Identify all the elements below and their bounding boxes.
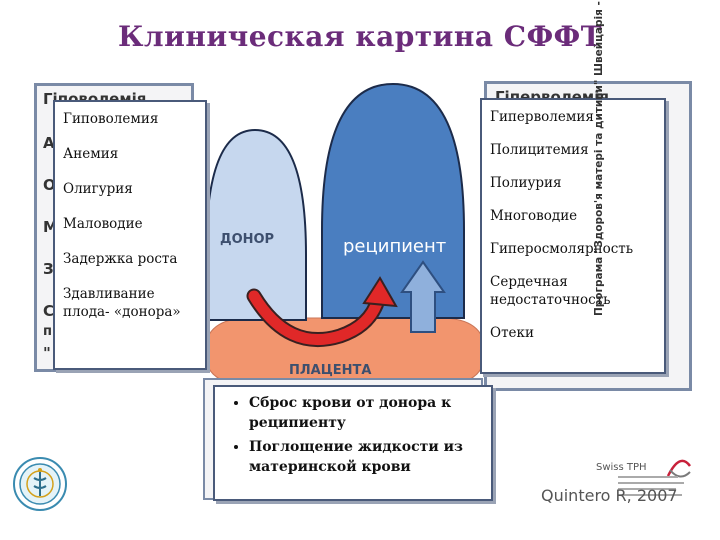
red-arrow-head (362, 276, 398, 308)
left-back-line: " (43, 344, 51, 362)
donor-symptom: Гиповолемия (63, 111, 159, 127)
donor-symptoms-card: Гиповолемия Анемия Олигурия Маловодие За… (53, 100, 207, 370)
donor-symptom: Задержка роста (63, 251, 178, 267)
recipient-symptom: Полиурия (490, 175, 562, 191)
slide-title: Клиническая картина СФФТ (117, 20, 603, 53)
left-back-line: п (43, 324, 52, 339)
blue-up-arrow (400, 260, 446, 333)
left-back-line: С (43, 302, 55, 320)
left-back-line: З (43, 260, 54, 278)
credit-text: Quintero R, 2007 (541, 486, 678, 505)
recipient-symptom: Многоводие (490, 208, 578, 224)
recipient-symptom: Гиперосмолярность (490, 241, 634, 257)
mechanism-item: Поглощение жидкости из материнской крови (249, 437, 483, 477)
mechanism-item: Сброс крови от донора к реципиенту (249, 393, 483, 433)
donor-label: ДОНОР (220, 232, 275, 247)
recipient-shape (321, 82, 465, 319)
placenta-label: ПЛАЦЕНТА (289, 363, 372, 378)
program-side-text: Програма "Здоров'я матері та дитини" Шве… (593, 0, 605, 316)
recipient-label: реципиент (343, 236, 447, 257)
donor-symptom: Маловодие (63, 216, 143, 232)
donor-symptom: Анемия (63, 146, 119, 162)
recipient-symptom: Гиперволемия (490, 109, 594, 125)
mechanism-box: Сброс крови от донора к реципиенту Погло… (213, 385, 493, 501)
donor-symptom: Здавливание плода- «донора» (63, 286, 181, 320)
recipient-symptom: Сердечная недостаточность (490, 274, 611, 308)
recipient-symptom: Полицитемия (490, 142, 589, 158)
swiss-tph-fineprint (618, 476, 688, 508)
swiss-tph-logo: Swiss TPH (596, 462, 647, 473)
left-back-line: О (43, 176, 56, 194)
recipient-symptom: Отеки (490, 325, 534, 341)
recipient-symptoms-card: Гиперволемия Полицитемия Полиурия Многов… (480, 98, 666, 374)
donor-symptom: Олигурия (63, 181, 133, 197)
ministry-seal-logo (13, 457, 67, 511)
swiss-tph-logo-mark (666, 459, 692, 478)
left-back-line: А (43, 134, 55, 152)
donor-shape (205, 128, 307, 321)
